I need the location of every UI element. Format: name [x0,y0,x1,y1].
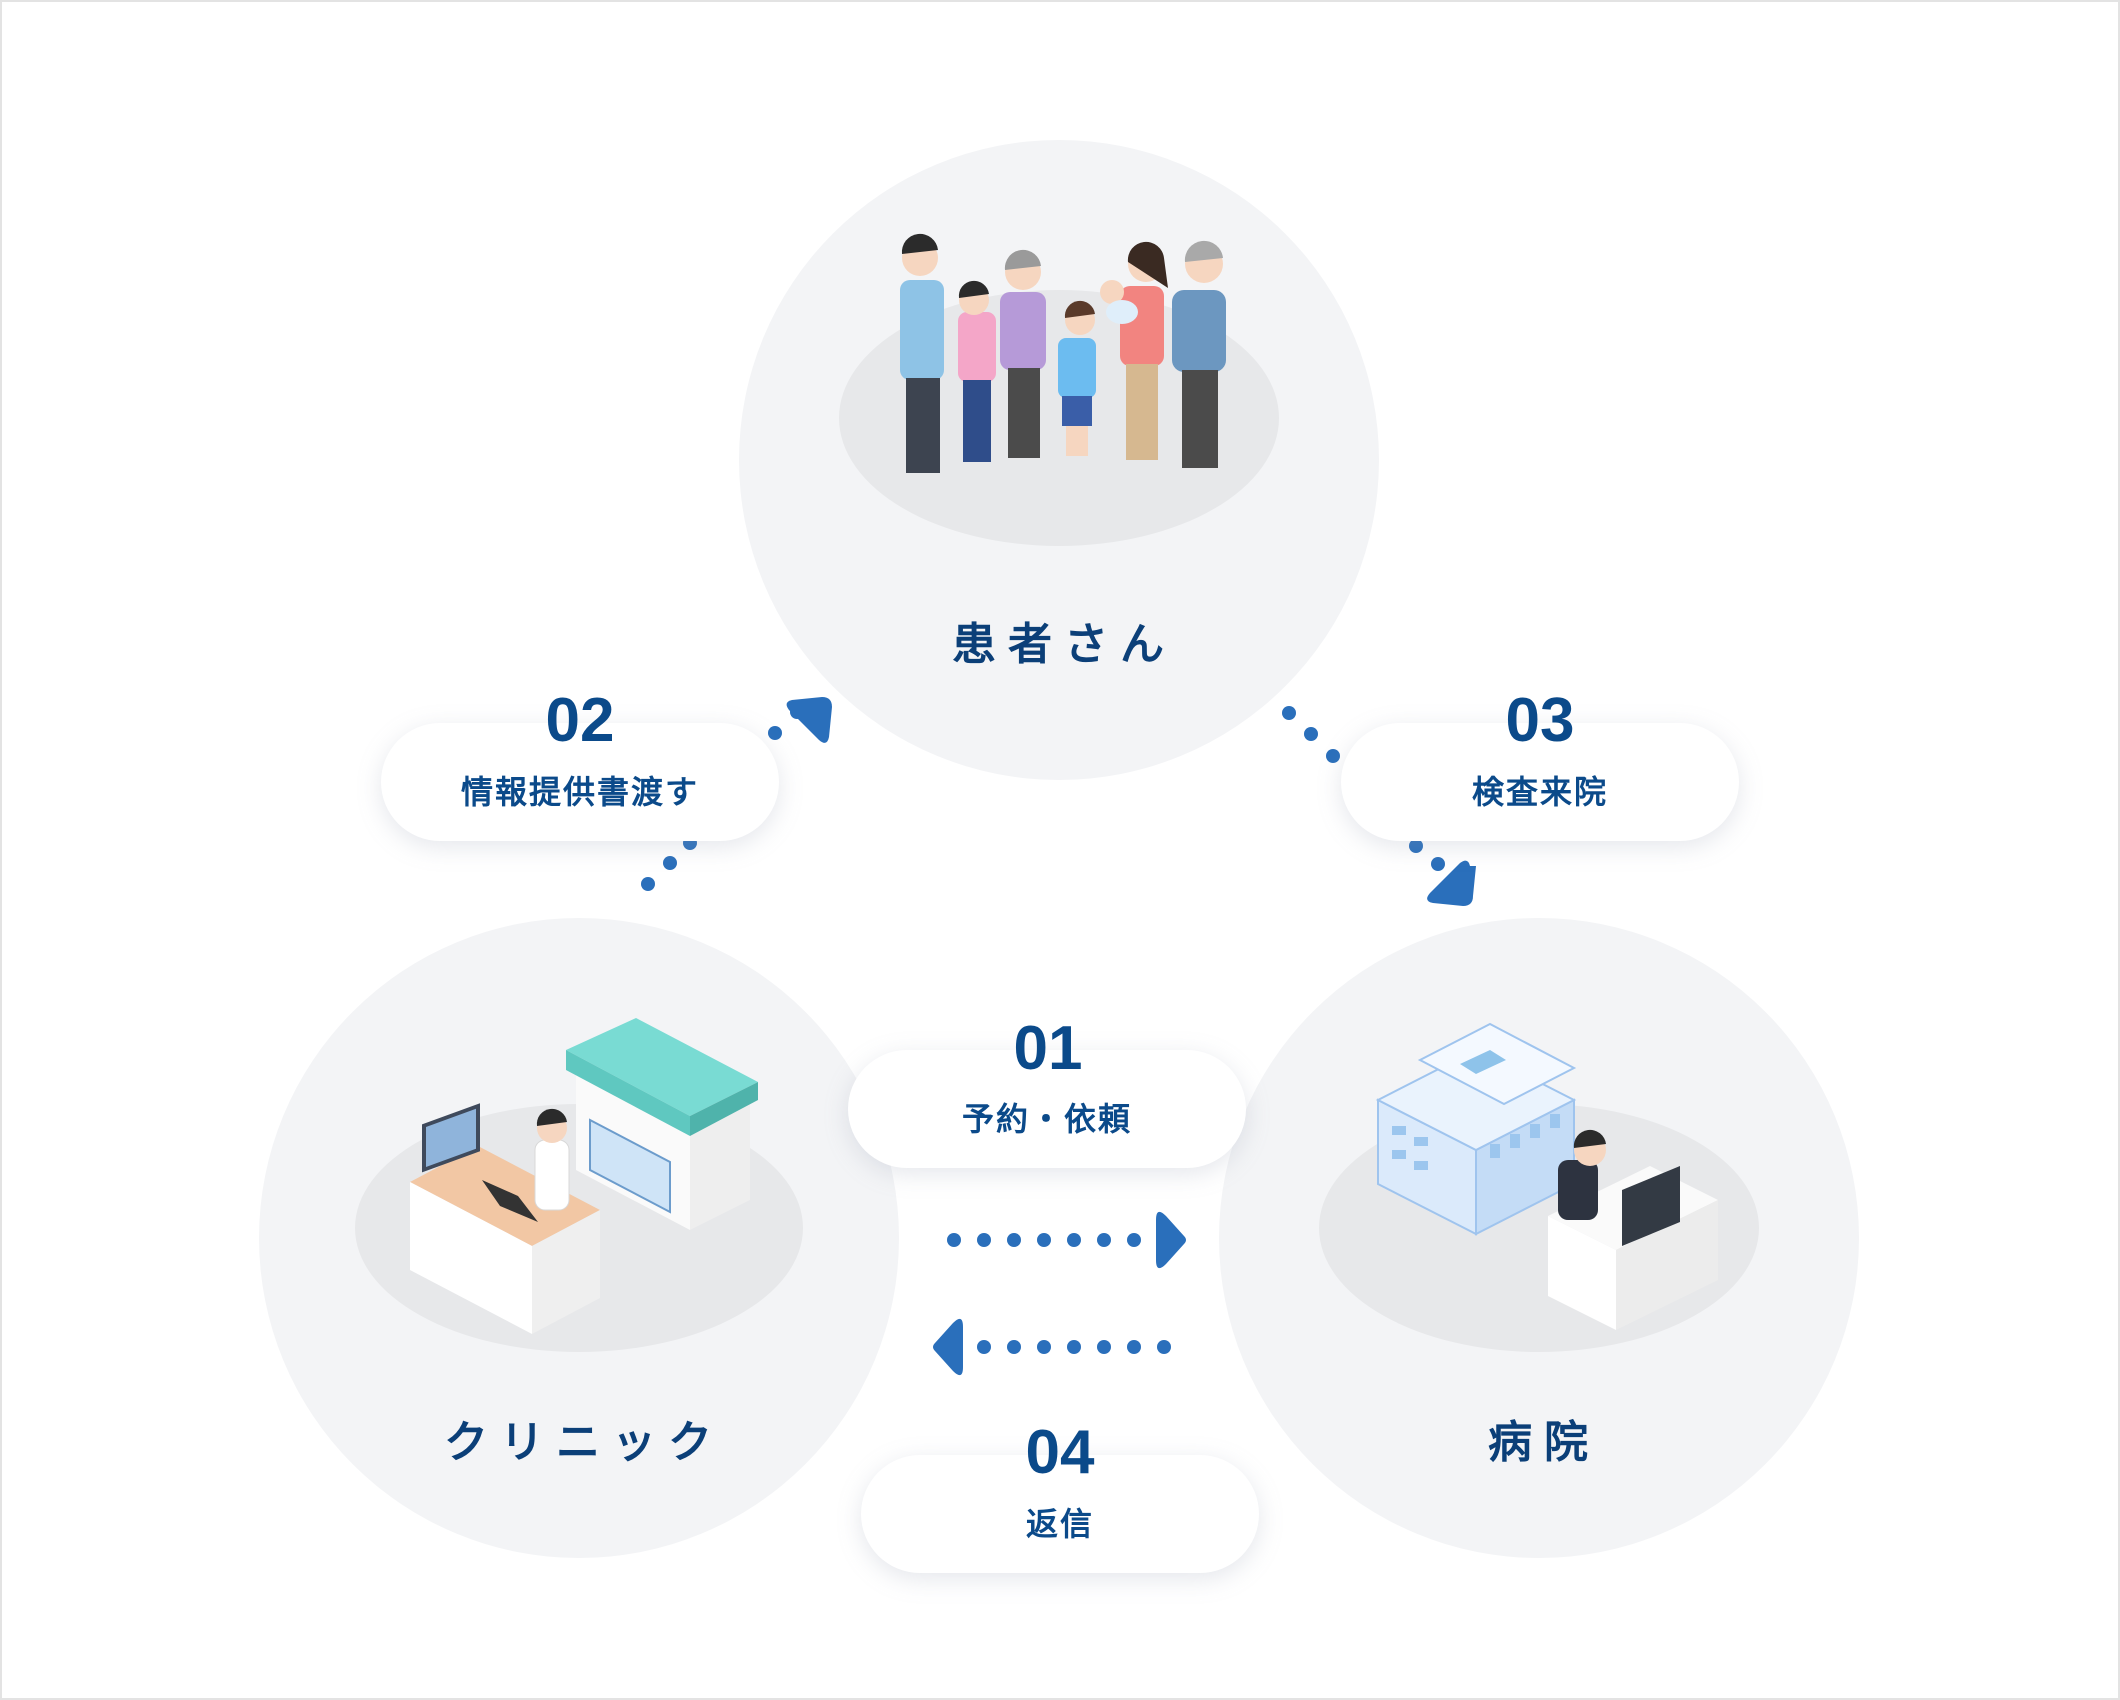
node-label-clinic: クリニック [444,1417,724,1468]
step-03-pill: 検査来院 [1341,723,1739,841]
step-03-label: 検査来院 [1471,773,1608,811]
node-label-patient: 患者さん [952,619,1176,670]
step-02-number: 02 [545,686,615,755]
clinic-illustration [355,1018,803,1352]
step-04-number: 04 [1025,1418,1095,1487]
step-01-label: 予約・依頼 [961,1100,1132,1138]
step-03-number: 03 [1505,686,1575,755]
step-02-pill: 情報提供書渡す [381,723,779,841]
node-label-hospital: 病院 [1488,1417,1600,1468]
step-01-pill: 予約・依頼 [848,1050,1246,1168]
arrow-04-left [933,1318,1171,1376]
step-02-label: 情報提供書渡す [460,773,699,811]
arrow-03-diagonal [1282,706,1476,906]
family-illustration [839,233,1279,546]
hospital-illustration [1319,1022,1759,1352]
step-04-pill: 返信 [861,1455,1259,1573]
step-04-label: 返信 [1025,1505,1094,1543]
arrow-01-right [947,1211,1186,1269]
step-01-number: 01 [1013,1014,1083,1083]
